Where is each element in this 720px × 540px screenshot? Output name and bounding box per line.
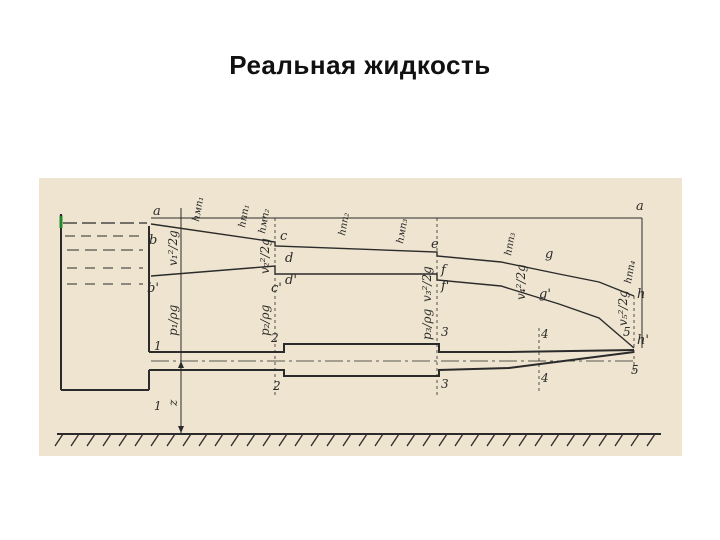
section-1-bottom: 1	[154, 399, 162, 413]
section-2-top: 2	[270, 331, 279, 345]
label-h-pp1: hпп₁	[237, 204, 252, 229]
velocity-head-2: v₂²/2g	[258, 238, 272, 274]
pipe	[149, 343, 635, 377]
ground-datum	[54, 433, 661, 447]
point-f: f	[440, 263, 448, 278]
section-3-bottom: 3	[441, 377, 449, 391]
pressure-head-1: p₁/ρg	[166, 304, 180, 336]
section-4-top: 4	[540, 327, 549, 341]
point-b-prime: b'	[147, 281, 159, 296]
section-4-bottom: 4	[540, 371, 549, 385]
label-h-pp3: hпп₃	[503, 232, 518, 257]
piezometric-line	[150, 265, 635, 349]
slide-title: Реальная жидкость	[229, 50, 491, 80]
velocity-head-1: v₁²/2g	[166, 230, 180, 266]
pressure-head-3: p₃/ρg	[420, 308, 434, 340]
section-2-bottom: 2	[272, 379, 281, 393]
point-a-right: a	[636, 199, 644, 214]
velocity-head-4: v₄²/2g	[514, 264, 528, 300]
label-h-mp3: hмп₃	[395, 218, 410, 245]
diagram-drawing: a a b c e f g h b' c' d d' f' g' h' hмп₁…	[54, 196, 661, 447]
section-5-bottom: 5	[631, 363, 639, 377]
velocity-head-5: v₅²/2g	[616, 290, 630, 326]
point-a-left: a	[153, 204, 161, 219]
point-d-prime: d'	[285, 273, 297, 288]
label-h-pp4: hпп₄	[623, 260, 638, 285]
section-3-top: 3	[441, 325, 449, 339]
point-f-prime: f'	[440, 279, 449, 294]
point-d: d	[285, 251, 293, 266]
point-c-prime: c'	[271, 281, 282, 296]
label-h-mp2: hмп₂	[257, 208, 272, 235]
bernoulli-diagram: a a b c e f g h b' c' d d' f' g' h' hмп₁…	[39, 178, 682, 456]
velocity-head-3: v₃²/2g	[420, 266, 434, 302]
section-5-top: 5	[623, 325, 631, 339]
section-1-top: 1	[154, 339, 162, 353]
point-h-prime: h'	[637, 333, 649, 348]
elevation-label: z	[166, 399, 180, 407]
reservoir	[59, 214, 150, 391]
label-h-mp1: hмп₁	[191, 196, 206, 223]
point-g: g	[545, 247, 553, 262]
point-c: c	[280, 229, 288, 244]
point-h: h	[637, 287, 645, 302]
point-e: e	[431, 237, 439, 252]
energy-grade-line	[150, 223, 635, 297]
pressure-head-2: p₂/ρg	[258, 304, 272, 336]
section-lines	[180, 208, 635, 434]
point-b: b	[149, 233, 157, 248]
point-g-prime: g'	[539, 287, 551, 302]
label-h-pp2: hпп₂	[337, 212, 352, 237]
